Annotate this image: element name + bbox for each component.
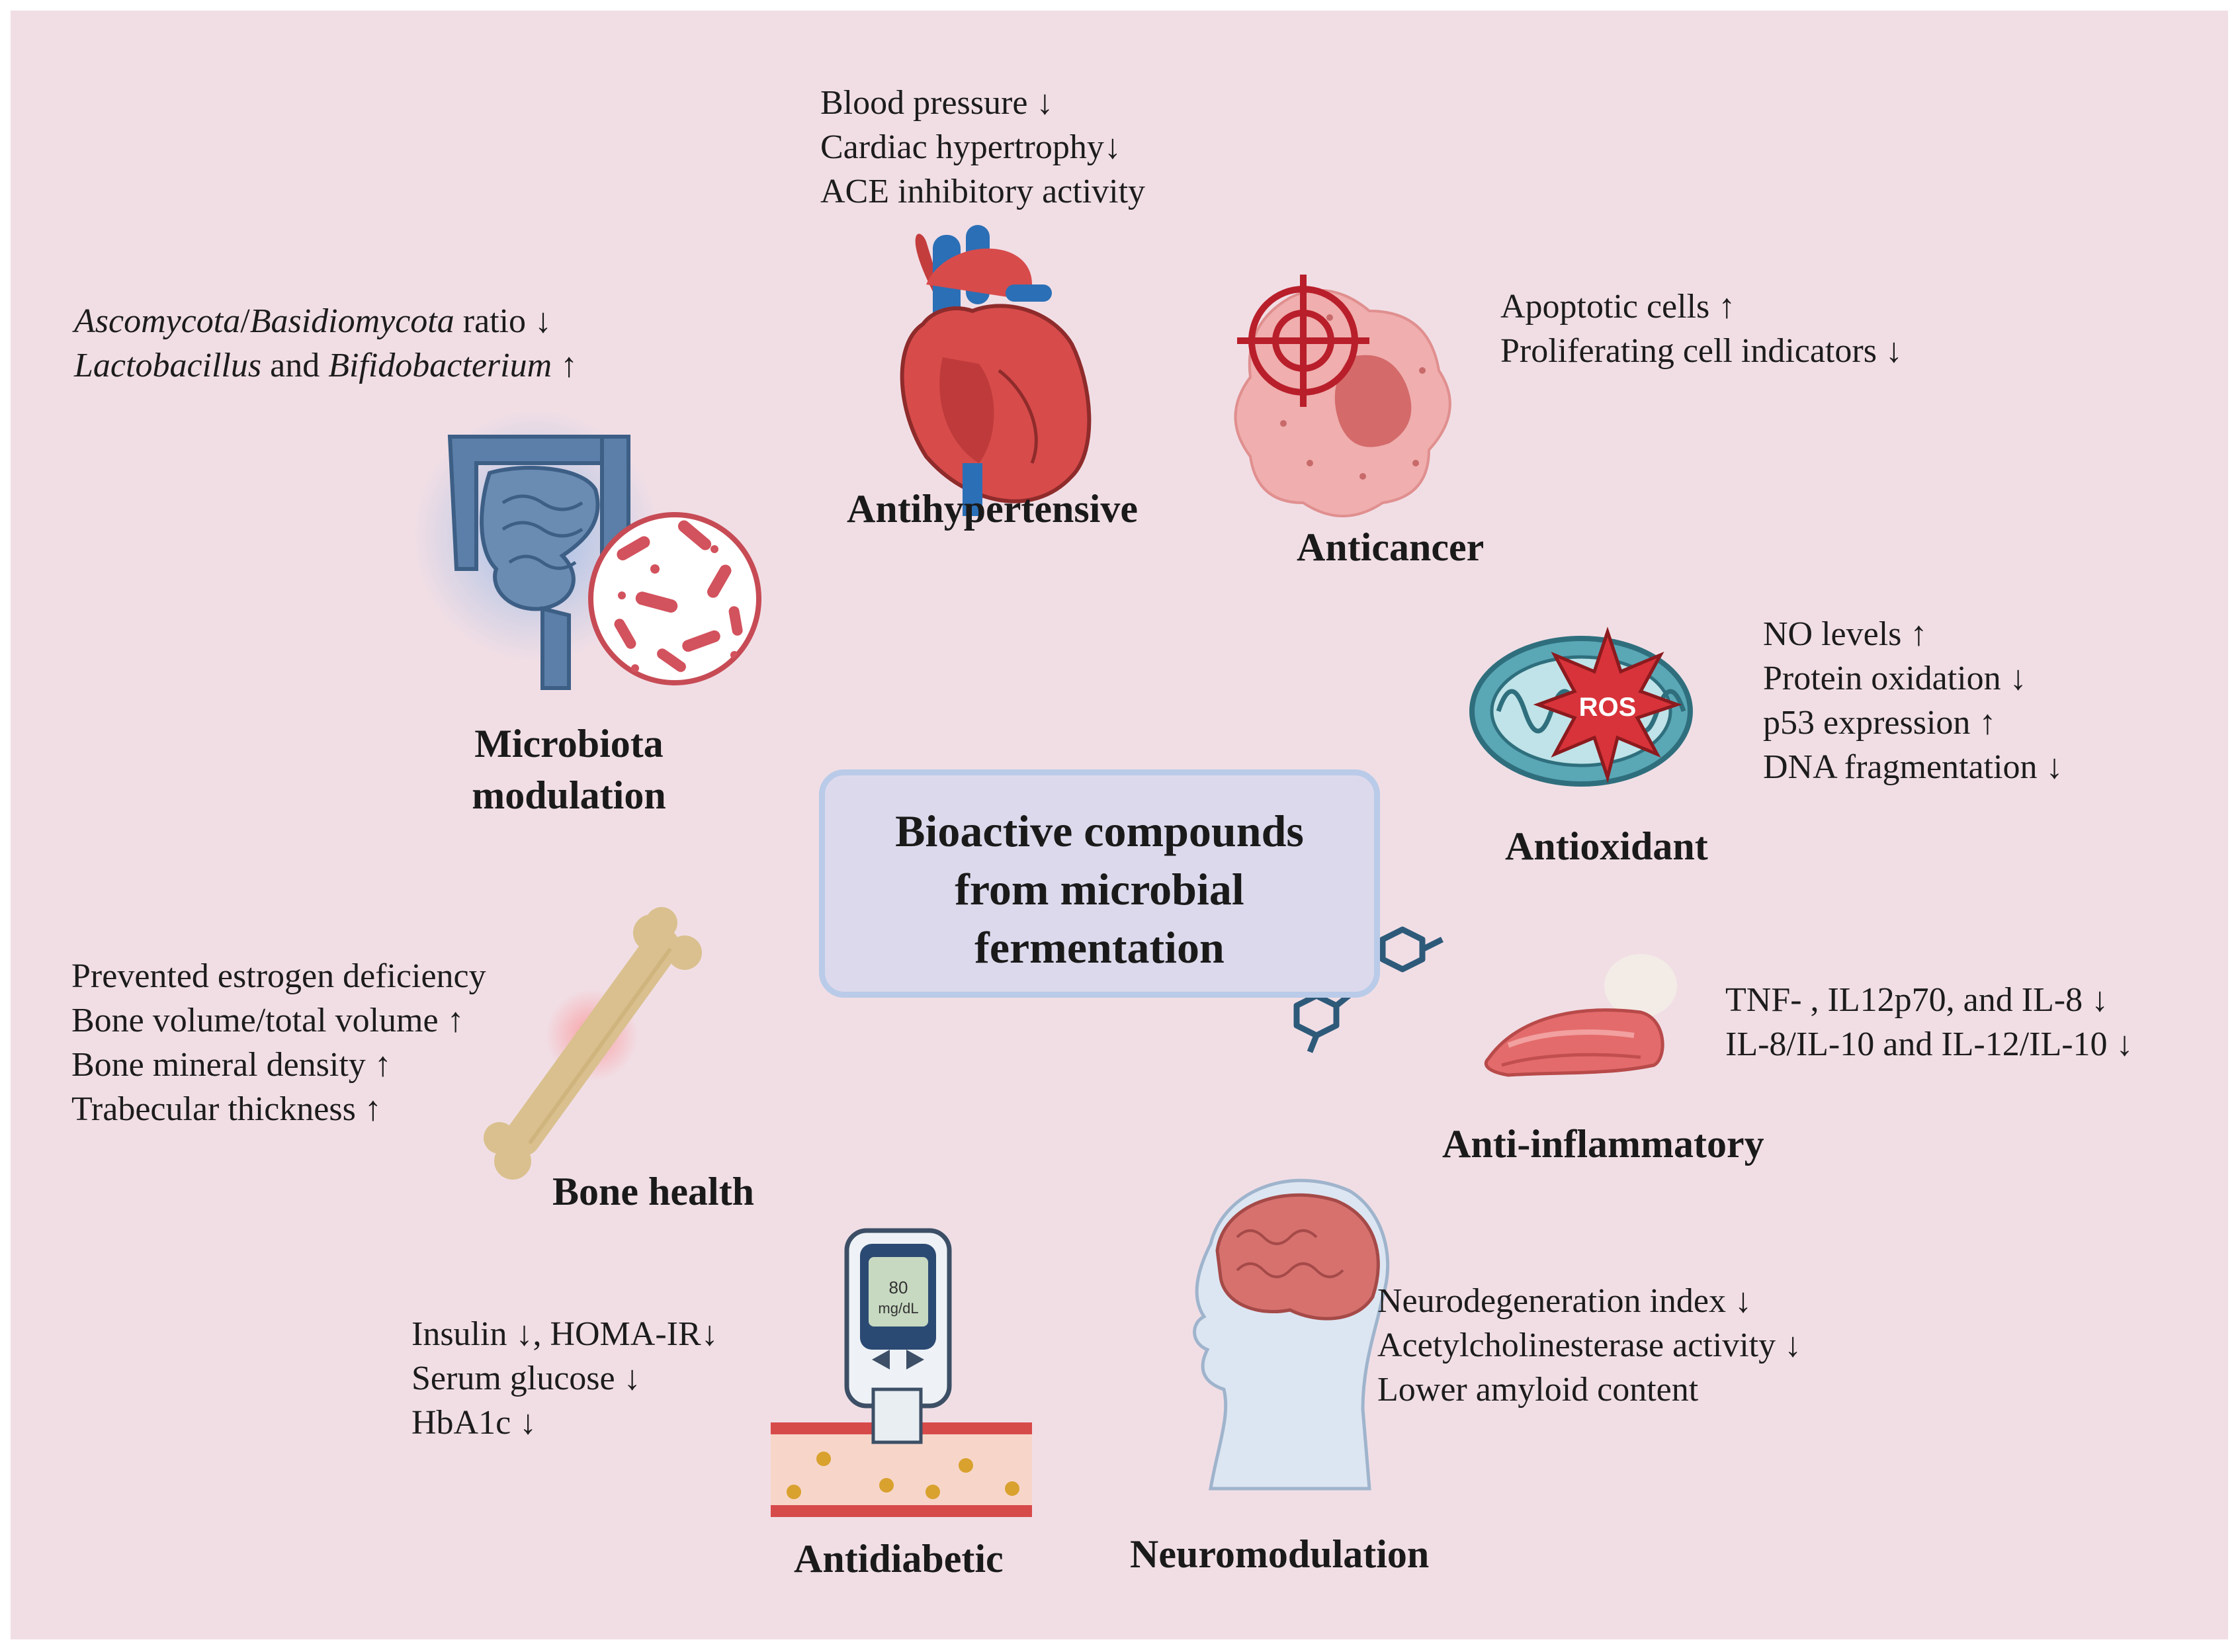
effect-item: Insulin ↓, HOMA-IR↓ (411, 1315, 718, 1353)
effect-item: Bone mineral density ↑ (71, 1046, 392, 1084)
antihypertensive-label: Antihypertensive (847, 487, 1138, 531)
anticancer-label: Anticancer (1297, 525, 1485, 569)
bacteria-icon (588, 512, 761, 685)
effect-item: TNF- , IL12p70, and IL-8 ↓ (1725, 981, 2109, 1019)
effect-item: Apoptotic cells ↑ (1500, 288, 1736, 326)
effect-item: p53 expression ↑ (1763, 704, 1997, 742)
effect-item: Lactobacillus and Bifidobacterium ↑ (74, 343, 578, 388)
label-line: Microbiota (474, 722, 664, 765)
effect-item: Prevented estrogen deficiency (71, 957, 486, 995)
cancer-cell-icon (1234, 288, 1451, 517)
antihypertensive-effects: Blood pressure ↓ Cardiac hypertrophy↓ AC… (820, 81, 1145, 214)
center-title: Bioactive compounds from microbial ferme… (819, 802, 1380, 977)
effect-item: ACE inhibitory activity (820, 173, 1146, 210)
antioxidant-label: Antioxidant (1505, 824, 1708, 868)
microbiota-label: Microbiota modulation (463, 718, 675, 821)
effect-item: Ascomycota/Basidiomycota ratio ↓ (74, 299, 578, 343)
ros-burst-icon (1533, 627, 1682, 783)
effect-item: Acetylcholinesterase activity ↓ (1377, 1326, 1802, 1364)
taxon-name: Ascomycota (74, 302, 241, 340)
heart-icon (900, 225, 1092, 516)
taxon-name: Basidiomycota (249, 302, 454, 340)
neuromodulation-label: Neuromodulation (1130, 1532, 1430, 1576)
taxon-name: Bifidobacterium (328, 347, 552, 384)
effect-item: Trabecular thickness ↑ (71, 1090, 382, 1128)
effect-text: ↑ (552, 347, 578, 384)
glucometer-icon (844, 1228, 952, 1444)
anticancer-effects: Apoptotic cells ↑ Proliferating cell ind… (1500, 284, 1903, 373)
anti-inflammatory-label: Anti-inflammatory (1442, 1122, 1764, 1166)
center-title-line: fermentation (974, 922, 1225, 973)
effect-item: Neurodegeneration index ↓ (1377, 1282, 1752, 1320)
head-brain-icon (1193, 1178, 1390, 1491)
effect-text: / (240, 302, 250, 340)
effect-item: Cardiac hypertrophy↓ (820, 128, 1121, 166)
effect-item: Proliferating cell indicators ↓ (1500, 332, 1903, 370)
effect-item: Protein oxidation ↓ (1763, 660, 2027, 697)
inflamed-tissue-icon (1484, 954, 1677, 1077)
effect-item: Lower amyloid content (1377, 1371, 1699, 1409)
effect-text: ratio ↓ (454, 302, 552, 340)
target-icon (1237, 275, 1369, 407)
effect-text: and (261, 347, 329, 384)
anti-inflammatory-effects: TNF- , IL12p70, and IL-8 ↓ IL-8/IL-10 an… (1725, 978, 2133, 1066)
center-title-line: from microbial (955, 864, 1244, 914)
blood-vessel-icon (771, 1422, 1032, 1517)
effect-item: Bone volume/total volume ↑ (71, 1002, 464, 1039)
center-box (819, 769, 1380, 998)
effect-item: Blood pressure ↓ (820, 84, 1054, 122)
neuromodulation-effects: Neurodegeneration index ↓ Acetylcholines… (1377, 1279, 1801, 1412)
label-line: modulation (472, 773, 666, 817)
bone-effects: Prevented estrogen deficiency Bone volum… (71, 954, 486, 1131)
bone-icon (484, 907, 702, 1180)
microbiota-effects: Ascomycota/Basidiomycota ratio ↓ Lactoba… (74, 299, 578, 388)
effect-item: Serum glucose ↓ (411, 1360, 641, 1397)
center-title-line: Bioactive compounds (895, 806, 1304, 856)
effect-item: DNA fragmentation ↓ (1763, 748, 2063, 786)
effect-item: HbA1c ↓ (411, 1404, 537, 1442)
antioxidant-effects: NO levels ↑ Protein oxidation ↓ p53 expr… (1763, 612, 2063, 789)
taxon-name: Lactobacillus (74, 347, 262, 384)
effect-item: NO levels ↑ (1763, 615, 1928, 653)
antidiabetic-effects: Insulin ↓, HOMA-IR↓ Serum glucose ↓ HbA1… (411, 1312, 718, 1445)
antidiabetic-label: Antidiabetic (794, 1537, 1004, 1581)
effect-item: IL-8/IL-10 and IL-12/IL-10 ↓ (1725, 1025, 2133, 1063)
bone-label: Bone health (552, 1170, 755, 1213)
